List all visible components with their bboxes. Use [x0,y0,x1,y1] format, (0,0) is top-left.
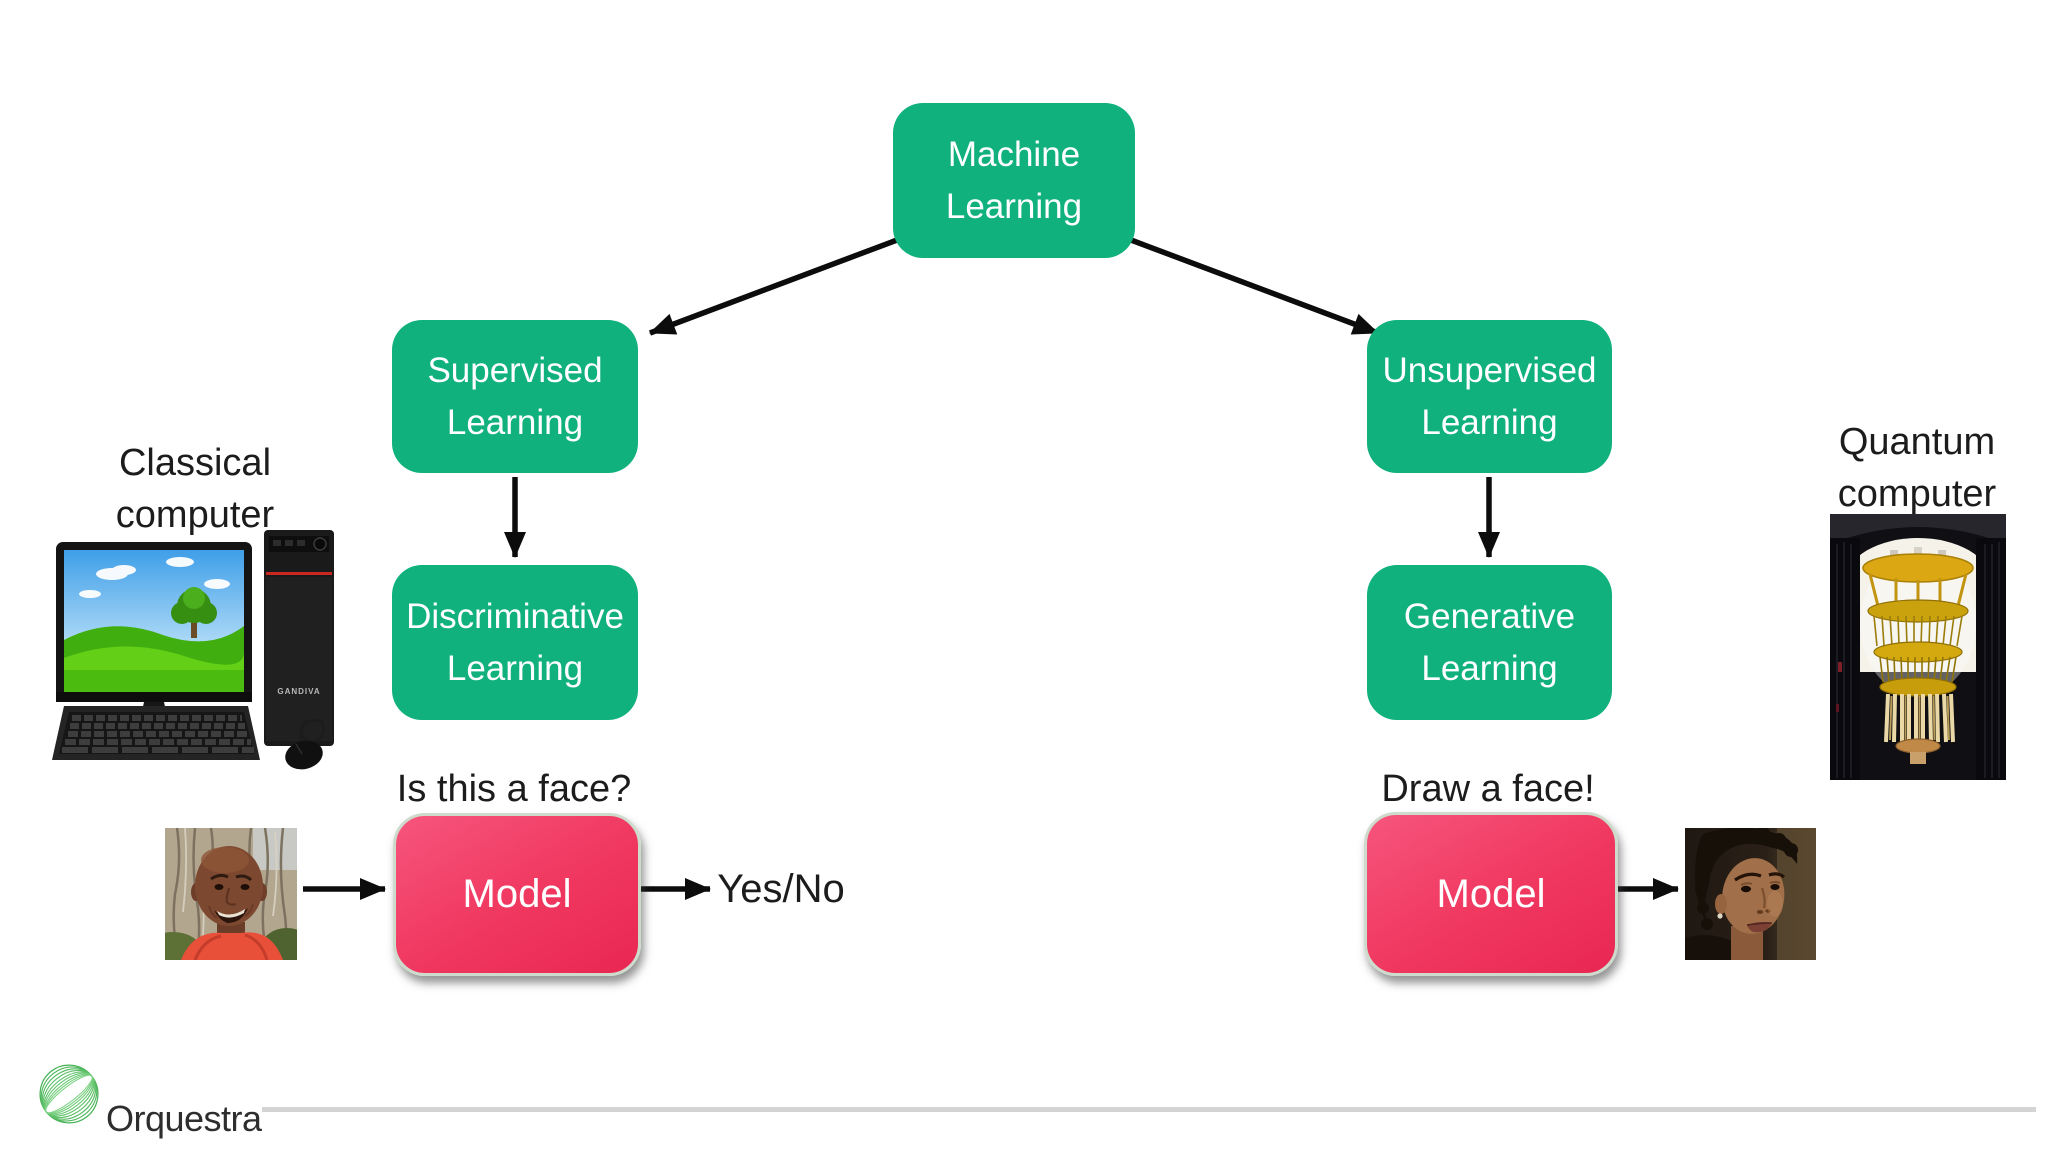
arrow-machine-to-supervised [649,237,898,336]
tower-port-slots [273,540,305,546]
mouth [214,908,248,923]
node-label-line: Generative [1403,596,1576,636]
label-line: Quantum [1838,421,1996,463]
eye-left [214,884,224,890]
arrow-machine-to-unsupervised [1130,237,1379,336]
screen-clouds [79,557,230,598]
female-face-photo [1685,828,1816,960]
label-line: computer [1837,473,1997,515]
screen-tree-trunk [191,616,197,638]
nostril-right [1765,909,1771,913]
label-line: Classical [118,442,272,484]
screen-grass [64,670,244,692]
monitor-chin [56,692,252,702]
screen-tree-foliage [171,587,217,624]
chandelier [1862,547,1974,764]
node-label-line: Discriminative [406,596,624,636]
nose-ridge [1760,887,1766,909]
model-label: Model [1436,871,1546,916]
node-discriminative-learning: Discriminative Learning [392,565,638,720]
side-pillars [1830,538,2006,780]
node-supervised-learning: Supervised Learning [392,320,638,473]
brand-orquestra: Orquestra [106,1098,262,1139]
model-box-generative: Model [1364,812,1618,976]
teeth [217,909,245,918]
collar-folds [193,933,269,960]
scalp-highlight [201,847,249,873]
male-face-photo [165,828,297,960]
chamber-top-arc [1830,514,2006,544]
tower-red-stripe [266,572,332,575]
model-box-discriminative: Model [393,813,641,976]
red-collar [181,932,283,960]
orquestra-logo [39,1064,99,1124]
classical-computer-photo: GANDIVA [52,530,334,770]
logo-sphere-lines [39,1064,99,1124]
node-label-line: Learning [945,186,1083,226]
hair-curls [1695,828,1798,930]
prompt-is-this-a-face: Is this a face? [396,768,632,810]
tower-power-button [313,537,327,551]
cheek-highlight [1767,891,1783,917]
nose [225,887,237,906]
mouse-cable [299,718,325,743]
quantum-computer-photo [1830,514,2006,780]
eye-right [240,884,250,890]
earring [1717,913,1723,919]
nostril-left [1756,910,1764,914]
mouse-button-seam [295,743,303,755]
label-quantum-computer: Quantum computer [1812,416,2022,520]
node-generative-learning: Generative Learning [1367,565,1612,720]
node-label-line: Learning [446,402,584,442]
eye-left [1741,885,1751,893]
ear [1715,894,1727,914]
eye-right [1770,884,1780,890]
label-line: computer [115,494,275,536]
node-machine-learning: Machine Learning [893,103,1135,258]
mouse-body [285,740,323,770]
node-label-line: Learning [1421,402,1558,442]
eyebrows [210,873,253,882]
model-label: Model [462,872,572,916]
smile-creases [208,903,254,919]
tower-front-panel [266,577,332,741]
output-yes-no: Yes/No [717,867,845,911]
eyelids [1740,881,1781,886]
hair [1694,828,1798,928]
prompt-draw-a-face: Draw a face! [1381,768,1595,810]
node-label-line: Learning [446,648,584,688]
lip-line [1746,922,1773,926]
eyebrows [1734,872,1786,882]
footer-divider [262,1107,2036,1112]
node-label-line: Unsupervised [1382,350,1597,390]
node-label-line: Machine [947,134,1081,174]
tower-brand-text: GANDIVA [277,687,320,696]
node-unsupervised-learning: Unsupervised Learning [1367,320,1612,473]
node-label-line: Supervised [427,350,603,390]
keyboard-keys [62,715,254,753]
node-label-line: Learning [1421,648,1558,688]
label-classical-computer: Classical computer [75,437,315,541]
